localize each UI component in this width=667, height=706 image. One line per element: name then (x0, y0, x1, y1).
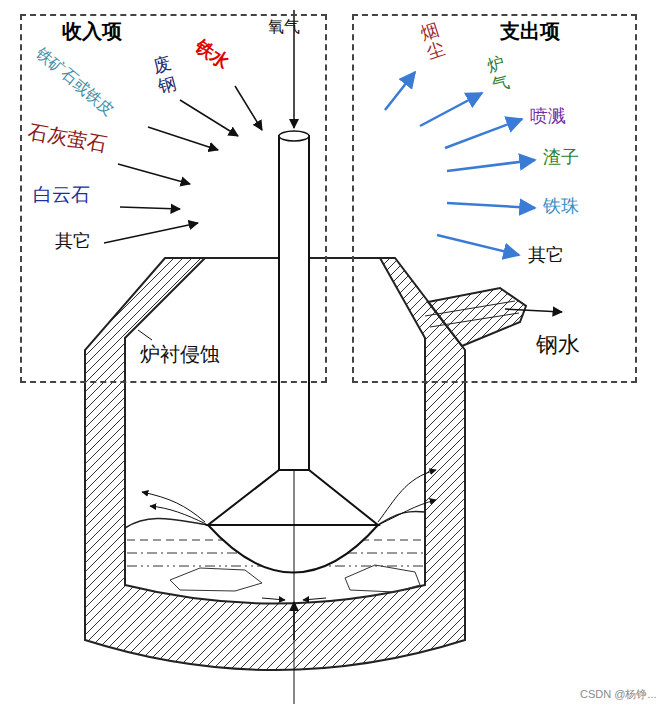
output-arrow (447, 160, 535, 171)
tap-channel (430, 313, 519, 327)
output-group-box: 支出项 烟尘炉气喷溅渣子铁珠其它钢水 (352, 14, 637, 383)
furnace-wall (85, 258, 465, 670)
output-arrow (447, 203, 535, 208)
input-arrow (118, 164, 190, 184)
flow-loop (345, 565, 420, 592)
output-item: 钢水 (536, 332, 580, 357)
input-arrow (148, 127, 218, 150)
tap-channel (425, 301, 515, 316)
flow-arrow (303, 598, 326, 600)
output-arrow (385, 72, 415, 110)
output-arrow (437, 235, 519, 255)
flow-loop (170, 568, 262, 591)
center-line (294, 470, 295, 704)
steel-out-arrow (505, 309, 562, 312)
input-item: 废钢 (151, 54, 179, 97)
input-item: 铁矿石或铁皮 (32, 44, 117, 120)
splash-arrow (150, 506, 206, 524)
output-item: 烟尘 (418, 20, 447, 63)
output-item: 其它 (528, 245, 564, 266)
output-item: 渣子 (543, 147, 579, 168)
leader-line (138, 330, 152, 340)
input-arrow (180, 100, 238, 136)
splash-arrow (142, 492, 205, 522)
splash-arrow (378, 470, 436, 522)
flow-arrow (262, 598, 285, 600)
center-arrow (293, 602, 295, 640)
lance-top (279, 131, 309, 141)
bath-surface (125, 519, 208, 528)
input-item: 铁水 (191, 36, 232, 74)
input-group-box: 收入项铁矿石或铁皮废钢铁水石灰萤石白云石其它炉衬侵蚀 (20, 14, 327, 383)
group-heading: 收入项 (62, 20, 122, 43)
input-arrow (104, 223, 198, 243)
jet-cavity (208, 525, 378, 573)
oxygen-label: 氧气 (268, 18, 284, 36)
output-arrow (420, 93, 482, 126)
output-arrow (445, 119, 522, 148)
input-item: 石灰萤石 (26, 120, 109, 157)
output-item: 炉气 (485, 54, 511, 95)
output-item: 铁珠 (543, 196, 579, 217)
tap-spout (428, 288, 526, 346)
input-item: 炉衬侵蚀 (140, 343, 220, 366)
lance-nozzle (208, 470, 378, 525)
watermark: CSDN @杨铮... (580, 688, 657, 701)
group-heading: 支出项 (500, 20, 560, 43)
input-arrow (235, 86, 262, 130)
input-item: 白云石 (33, 184, 90, 206)
input-item: 其它 (55, 231, 91, 252)
input-arrow (120, 207, 180, 209)
output-item: 喷溅 (530, 106, 566, 127)
oxygen-arrow (293, 10, 295, 128)
splash-arrow (380, 500, 436, 524)
oxygen-lance (279, 136, 309, 470)
